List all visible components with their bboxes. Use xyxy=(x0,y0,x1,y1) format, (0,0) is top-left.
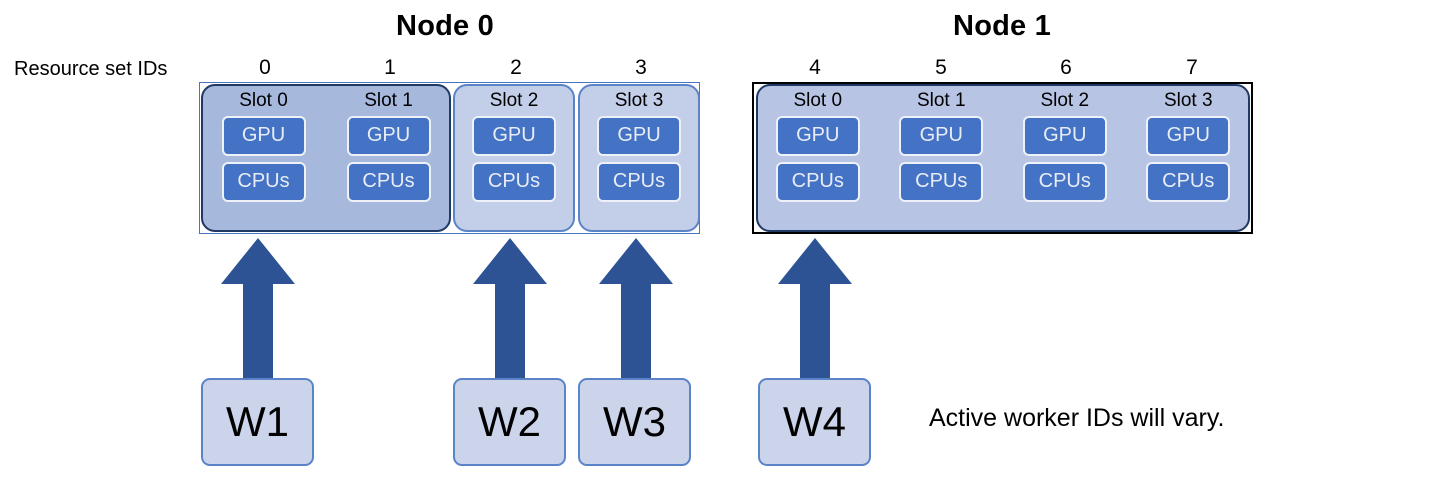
slot-node1-3[interactable]: Slot 3 GPU CPUs xyxy=(1129,86,1249,230)
cpus-chip: CPUs xyxy=(346,161,431,202)
slot-label: Slot 2 xyxy=(1040,90,1090,111)
cpus-chip: CPUs xyxy=(1022,161,1107,202)
slot-label: Slot 1 xyxy=(364,90,413,111)
resource-set-id-6: 6 xyxy=(1060,56,1072,79)
cpus-chip: CPUs xyxy=(775,161,860,202)
worker-box-w1[interactable]: W1 xyxy=(201,378,314,466)
cpus-chip: CPUs xyxy=(472,161,556,202)
slot-node0-1[interactable]: Slot 1 GPU CPUs xyxy=(328,86,449,230)
cpus-chip: CPUs xyxy=(597,161,681,202)
resource-set-ids-label: Resource set IDs xyxy=(14,58,168,80)
arrow-w3-to-rs3 xyxy=(599,238,673,378)
gpu-chip: GPU xyxy=(775,115,860,156)
worker-box-w2[interactable]: W2 xyxy=(453,378,566,466)
resource-set-id-5: 5 xyxy=(935,56,947,79)
gpu-chip: GPU xyxy=(597,115,681,156)
resource-set-id-0: 0 xyxy=(259,56,271,79)
resource-set-id-2: 2 xyxy=(510,56,522,79)
slot-node1-0[interactable]: Slot 0 GPU CPUs xyxy=(758,86,878,230)
resource-set-id-1: 1 xyxy=(384,56,396,79)
gpu-chip: GPU xyxy=(346,115,431,156)
slot-node0-0[interactable]: Slot 0 GPU CPUs xyxy=(203,86,324,230)
worker-box-w4[interactable]: W4 xyxy=(758,378,871,466)
cpus-chip: CPUs xyxy=(1146,161,1231,202)
resource-set-group-2[interactable]: Slot 2 GPU CPUs xyxy=(453,84,575,232)
gpu-chip: GPU xyxy=(1146,115,1231,156)
slot-label: Slot 1 xyxy=(916,90,966,111)
slot-label: Slot 0 xyxy=(239,90,288,111)
resource-set-group-0-1[interactable]: Slot 0 GPU CPUs Slot 1 GPU CPUs xyxy=(201,84,451,232)
slot-node1-1[interactable]: Slot 1 GPU CPUs xyxy=(882,86,1002,230)
resource-set-id-3: 3 xyxy=(635,56,647,79)
resource-set-id-4: 4 xyxy=(809,56,821,79)
slot-label: Slot 3 xyxy=(614,90,664,111)
gpu-chip: GPU xyxy=(472,115,556,156)
resource-set-group-4-7[interactable]: Slot 0 GPU CPUs Slot 1 GPU CPUs Slot 2 G… xyxy=(756,84,1250,232)
arrow-w4-to-rs4 xyxy=(778,238,852,378)
slot-label: Slot 2 xyxy=(489,90,539,111)
node-title-1: Node 1 xyxy=(953,10,1051,42)
gpu-chip: GPU xyxy=(899,115,984,156)
resource-set-id-7: 7 xyxy=(1186,56,1198,79)
slot-label: Slot 3 xyxy=(1163,90,1213,111)
worker-box-w3[interactable]: W3 xyxy=(578,378,691,466)
gpu-chip: GPU xyxy=(1022,115,1107,156)
resource-set-group-3[interactable]: Slot 3 GPU CPUs xyxy=(578,84,700,232)
gpu-chip: GPU xyxy=(221,115,306,156)
slot-node0-2[interactable]: Slot 2 GPU CPUs xyxy=(455,86,573,230)
node-title-0: Node 0 xyxy=(396,10,494,42)
active-worker-note: Active worker IDs will vary. xyxy=(929,404,1225,432)
cpus-chip: CPUs xyxy=(899,161,984,202)
slot-node1-2[interactable]: Slot 2 GPU CPUs xyxy=(1005,86,1125,230)
cpus-chip: CPUs xyxy=(221,161,306,202)
slot-label: Slot 0 xyxy=(793,90,843,111)
slot-node0-3[interactable]: Slot 3 GPU CPUs xyxy=(580,86,698,230)
arrow-w2-to-rs2 xyxy=(473,238,547,378)
arrow-w1-to-rs0 xyxy=(221,238,295,378)
